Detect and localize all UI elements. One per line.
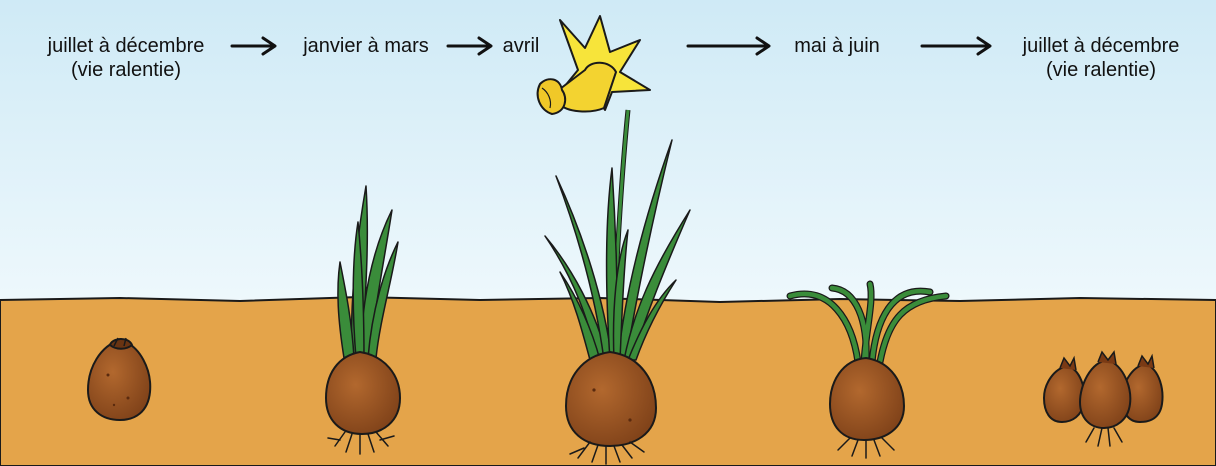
stage-label-2: janvier à mars [303,34,429,58]
stage-5-note: (vie ralentie) [1023,58,1180,82]
stage-5-period: juillet à décembre [1023,35,1180,57]
stage-label-3: avril [503,34,540,58]
stage-label-4: mai à juin [794,34,880,58]
stage-3-period: avril [503,35,540,57]
stage-1-period: juillet à décembre [48,35,205,57]
stage-2-period: janvier à mars [303,35,429,57]
stage-label-1: juillet à décembre (vie ralentie) [48,34,205,82]
stage-label-5: juillet à décembre (vie ralentie) [1023,34,1180,82]
stage-1-note: (vie ralentie) [48,58,205,82]
stage-4-period: mai à juin [794,35,880,57]
